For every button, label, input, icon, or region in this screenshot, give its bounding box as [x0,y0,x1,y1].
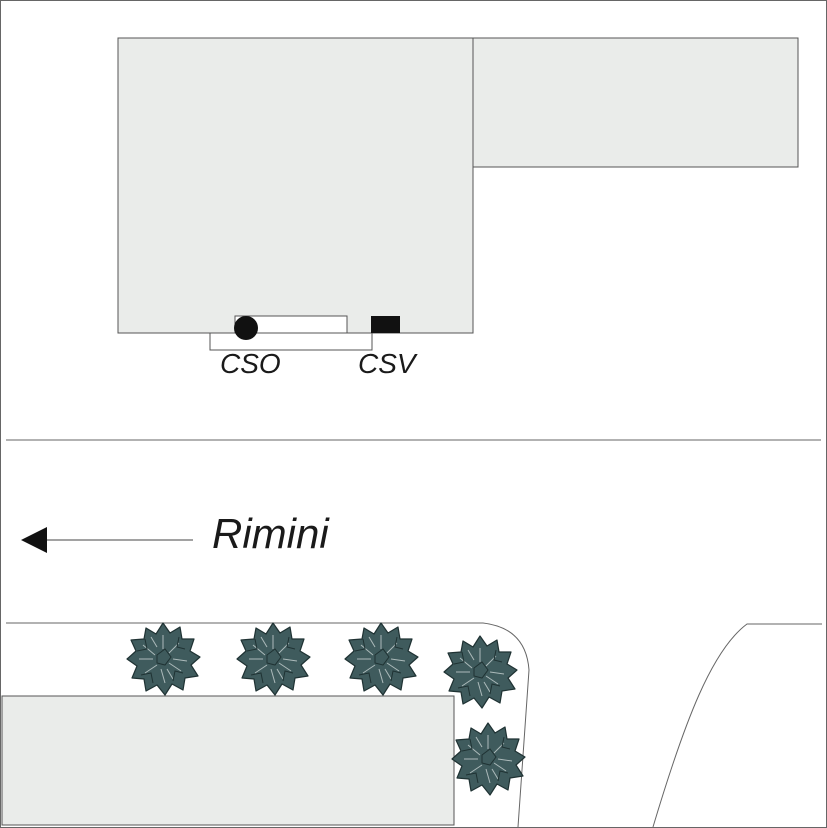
square-marker-icon [371,316,400,333]
csv-label: CSV [358,348,418,379]
annex-building [472,37,799,168]
circle-marker-icon [234,316,258,340]
direction-label: Rimini [212,510,330,557]
main-building [117,37,474,334]
tree-icon [126,622,201,696]
road-edge-lower [6,622,530,828]
lower-building [1,695,455,826]
arrow-left-icon [21,527,47,553]
tree-icon [443,635,518,709]
tree-icon [344,622,419,696]
tree-icon [451,722,526,796]
cso-label: CSO [220,348,281,379]
tree-icon [236,622,311,696]
side-road-edge [652,623,822,828]
